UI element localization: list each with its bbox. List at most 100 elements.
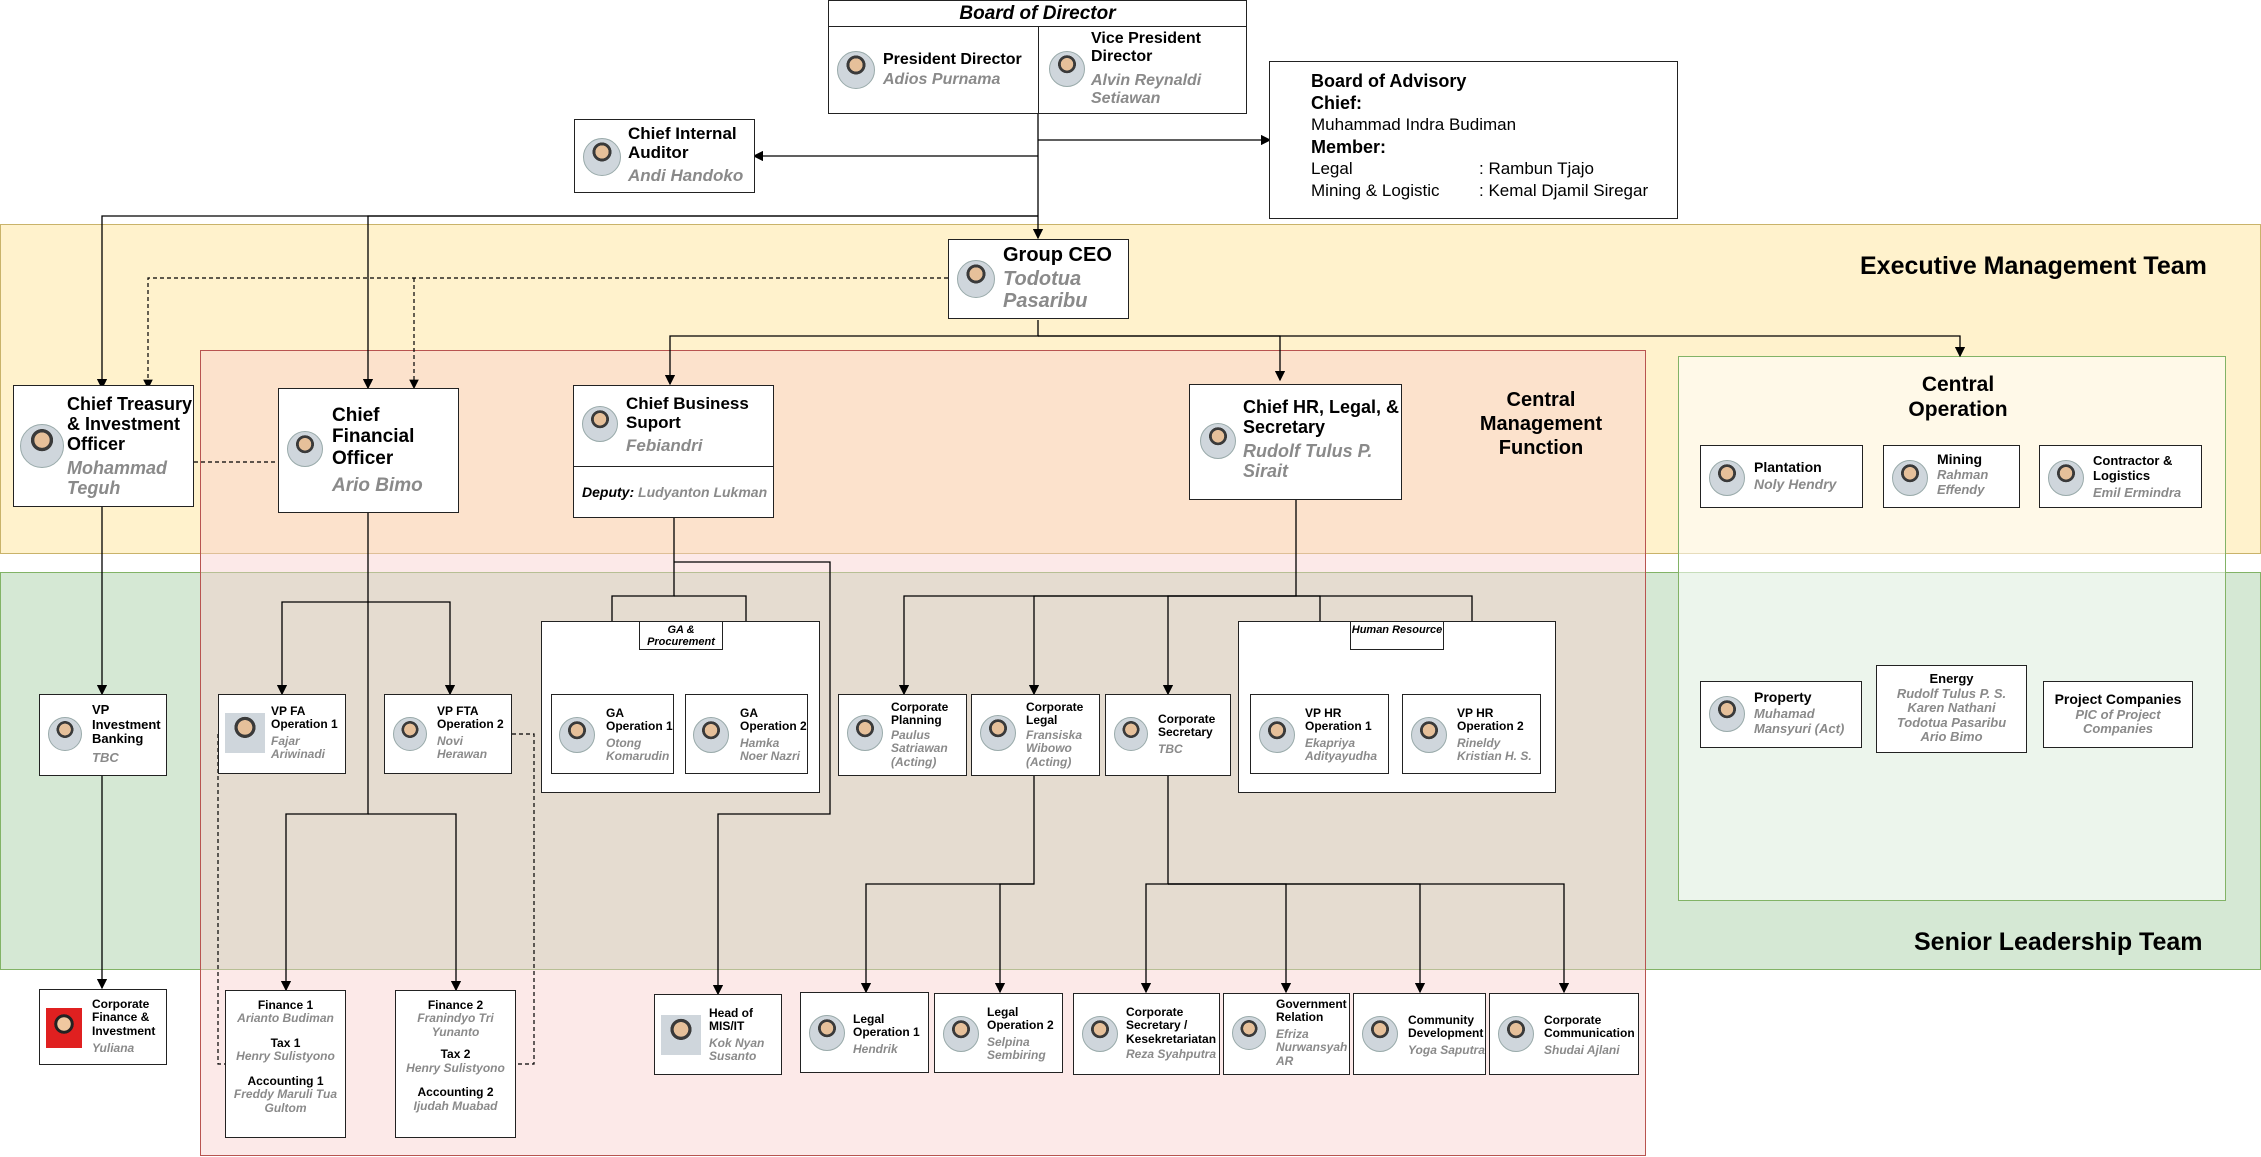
chief-internal-auditor-box: Chief Internal Auditor Andi Handoko <box>574 119 755 193</box>
advisory-member-name: : Kemal Djamil Siregar <box>1479 181 1649 200</box>
human-resource-label: Human Resource <box>1350 621 1444 650</box>
corp-comm-name: Shudai Ajlani <box>1544 1043 1620 1057</box>
energy-name: Todotua Pasaribu <box>1896 714 2007 730</box>
finance1-title: Finance 1 <box>257 998 314 1012</box>
cfo-title: Chief Financial Officer <box>332 405 415 469</box>
treasury-name: Mohammad Teguh <box>67 458 168 499</box>
chief-hr-box: Chief HR, Legal, & Secretary Rudolf Tulu… <box>1189 384 1402 500</box>
chro-name: Rudolf Tulus P. Sirait <box>1243 441 1373 482</box>
finance2-box: Finance 2 Franindyo Tri Yunanto Tax 2 He… <box>395 990 516 1138</box>
corp-sec-name: TBC <box>1158 742 1183 756</box>
cbs-deputy-name: Ludyanton Lukman <box>638 484 768 500</box>
community-dev-title: Community Development <box>1408 1013 1484 1041</box>
cfo-photo <box>287 431 323 467</box>
legal-op2-title: Legal Operation 2 <box>987 1005 1054 1033</box>
vp-fta-operation2-box: VP FTA Operation 2 Novi Herawan <box>384 694 512 774</box>
property-photo <box>1709 696 1745 732</box>
energy-title: Energy <box>1929 671 1974 686</box>
corp-sec-title: Corporate Secretary <box>1158 712 1216 740</box>
plantation-name: Noly Hendry <box>1754 476 1837 492</box>
legal-operation2-box: Legal Operation 2 Selpina Sembiring <box>934 993 1063 1073</box>
chief-treasury-box: Chief Treasury & Investment Officer Moha… <box>13 385 194 507</box>
chief-business-suport-box: Chief Business Suport Febiandri Deputy: … <box>573 385 774 518</box>
cfo-name: Ario Bimo <box>332 475 423 496</box>
president-director-name: Adios Purnama <box>883 71 1001 88</box>
corp-planning-name: Paulus Satriawan (Acting) <box>891 728 948 769</box>
vp-fa1-title: VP FA Operation 1 <box>271 704 338 732</box>
vp-investment-photo <box>48 717 82 751</box>
legal-op1-photo <box>809 1015 845 1051</box>
vp-investment-name: TBC <box>92 750 119 765</box>
corp-planning-photo <box>847 715 883 751</box>
legal-op2-photo <box>943 1016 979 1052</box>
cbs-deputy-label: Deputy: <box>582 484 635 500</box>
vp-hr1-photo <box>1259 717 1295 753</box>
property-title: Property <box>1754 689 1812 705</box>
auditor-photo <box>583 138 621 176</box>
energy-box: Energy Rudolf Tulus P. S. Karen Nathani … <box>1876 665 2027 753</box>
vp-hr2-title: VP HR Operation 2 <box>1457 706 1524 734</box>
cbs-title: Chief Business Suport <box>626 394 749 433</box>
ga-op1-name: Otong Komarudin <box>606 736 670 764</box>
advisory-member-label: Member: <box>1311 137 1387 157</box>
project-companies-title: Project Companies <box>2054 691 2182 707</box>
corp-legal-title: Corporate Legal <box>1026 700 1084 728</box>
vp-investment-title: VP Investment Banking <box>92 702 161 747</box>
cbs-deputy-row: Deputy: Ludyanton Lukman <box>582 484 767 501</box>
vp-hr2-name: Rineldy Kristian H. S. <box>1457 736 1532 764</box>
gov-relation-photo <box>1232 1016 1266 1050</box>
contractor-photo <box>2048 460 2084 496</box>
accounting1-title: Accounting 1 <box>247 1073 324 1088</box>
corp-sec-kes-title: Corporate Secretary / Kesekretariatan <box>1126 1005 1217 1046</box>
plantation-title: Plantation <box>1754 459 1822 475</box>
contractor-box: Contractor & Logistics Emil Ermindra <box>2039 445 2202 508</box>
head-mis-name: Kok Nyan Susanto <box>709 1036 765 1064</box>
vp-fta2-title: VP FTA Operation 2 <box>437 704 504 732</box>
corporate-secretary-box: Corporate Secretary TBC <box>1105 694 1231 776</box>
vp-fa1-photo <box>225 713 265 753</box>
ga-op2-title: GA Operation 2 <box>740 706 807 734</box>
plantation-box: Plantation Noly Hendry <box>1700 445 1863 508</box>
contractor-title: Contractor & Logistics <box>2093 453 2173 483</box>
central-operation-label: Central Operation <box>1908 373 2008 422</box>
ceo-photo <box>957 260 995 298</box>
corp-legal-name: Fransiska Wibowo (Acting) <box>1026 728 1083 769</box>
chro-photo <box>1200 423 1236 459</box>
corporate-communication-box: Corporate Communication Shudai Ajlani <box>1489 993 1639 1075</box>
tax1-name: Henry Sulistyono <box>236 1049 335 1064</box>
corporate-secretary-kesekretariatan-box: Corporate Secretary / Kesekretariatan Re… <box>1073 993 1220 1075</box>
corp-comm-photo <box>1498 1016 1534 1052</box>
legal-op1-title: Legal Operation 1 <box>853 1012 920 1040</box>
finance1-name: Arianto Budiman <box>237 1011 334 1026</box>
vice-president-title: Vice President Director <box>1091 30 1201 65</box>
legal-op1-name: Hendrik <box>853 1042 898 1056</box>
vp-hr-operation2-box: VP HR Operation 2 Rineldy Kristian H. S. <box>1402 694 1541 774</box>
vice-president-photo <box>1049 51 1085 87</box>
accounting2-name: Ijudah Muabad <box>413 1098 498 1113</box>
ga-op2-photo <box>693 717 729 753</box>
corporate-legal-box: Corporate Legal Fransiska Wibowo (Acting… <box>971 694 1100 776</box>
government-relation-box: Government Relation Efriza Nurwansyah AR <box>1223 993 1350 1075</box>
vp-fa-operation1-box: VP FA Operation 1 Fajar Ariwinadi <box>218 694 346 774</box>
advisory-member-row: Mining & Logistic: Kemal Djamil Siregar <box>1311 180 1677 202</box>
corp-sec-photo <box>1114 717 1148 751</box>
corp-finance-photo <box>46 1008 82 1048</box>
cfo-box: Chief Financial Officer Ario Bimo <box>278 388 459 513</box>
ceo-title: Group CEO <box>1003 244 1112 266</box>
project-companies-box: Project Companies PIC of Project Compani… <box>2043 681 2193 748</box>
advisory-title: Board of Advisory <box>1311 71 1467 91</box>
corp-legal-photo <box>980 715 1016 751</box>
community-dev-photo <box>1362 1016 1398 1052</box>
chro-title: Chief HR, Legal, & Secretary <box>1243 397 1400 438</box>
ga-op1-photo <box>559 717 595 753</box>
ga-operation2-box: GA Operation 2 Hamka Noer Nazri <box>685 694 808 774</box>
corp-planning-title: Corporate Planning <box>891 700 949 728</box>
head-mis-box: Head of MIS/IT Kok Nyan Susanto <box>654 994 782 1075</box>
board-of-director-title: Board of Director <box>829 1 1246 27</box>
advisory-member-name: : Rambun Tjajo <box>1479 159 1594 178</box>
ga-procurement-label: GA & Procurement <box>639 621 723 650</box>
ga-operation1-box: GA Operation 1 Otong Komarudin <box>551 694 674 774</box>
ceo-name: Todotua Pasaribu <box>1003 268 1088 313</box>
ga-op2-name: Hamka Noer Nazri <box>740 736 801 764</box>
group-ceo-box: Group CEO Todotua Pasaribu <box>948 239 1129 319</box>
